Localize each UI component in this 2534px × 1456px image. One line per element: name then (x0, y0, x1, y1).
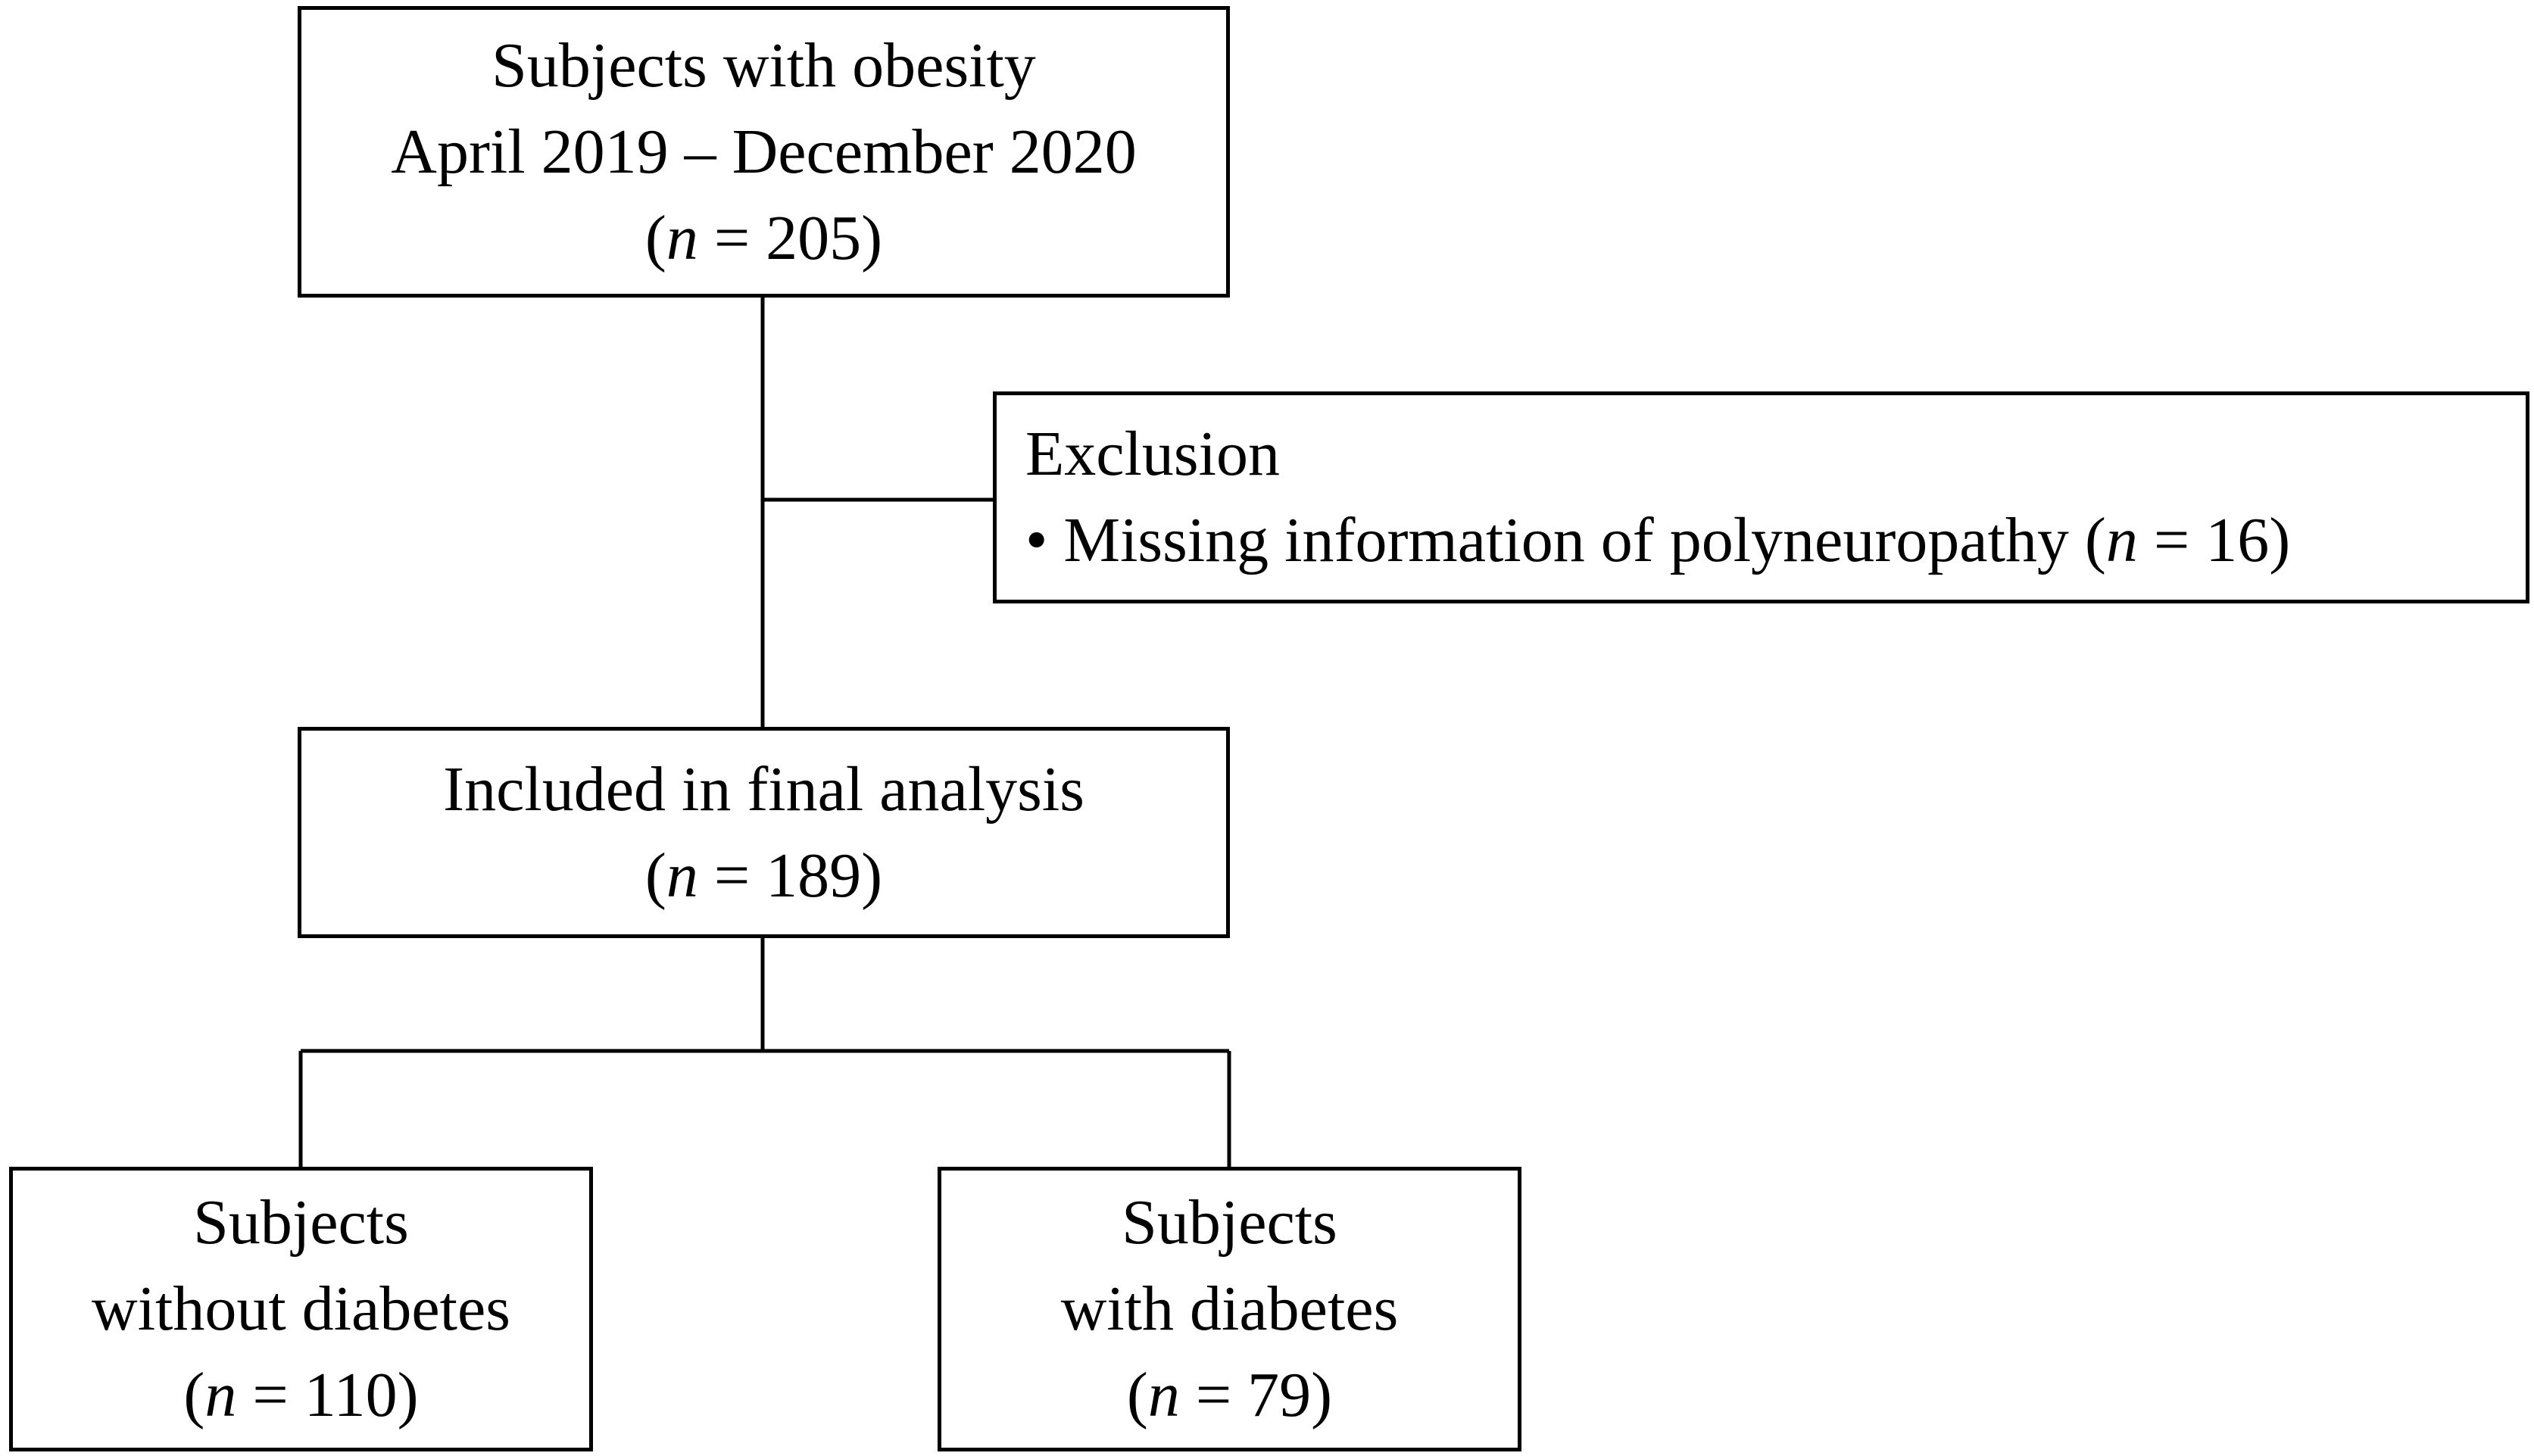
count-value: = 79) (1179, 1360, 1333, 1430)
count-prefix: ( (183, 1360, 205, 1430)
count-value: = 16) (2137, 505, 2291, 575)
box-count: (n = 189) (645, 833, 882, 919)
box-subjects-without-diabetes: Subjects without diabetes (n = 110) (9, 1167, 593, 1451)
count-symbol: n (1147, 1360, 1180, 1430)
exclusion-item-text: • Missing information of polyneuropathy … (1025, 505, 2106, 575)
box-line: without diabetes (92, 1274, 510, 1344)
box-count: (n = 110) (183, 1352, 418, 1439)
box-line: April 2019 – December 2020 (391, 116, 1137, 187)
box-line: Included in final analysis (443, 753, 1084, 825)
box-line: Subjects with obesity (492, 30, 1036, 101)
exclusion-title: Exclusion (1025, 419, 1280, 489)
count-prefix: ( (644, 202, 666, 273)
box-count: (n = 79) (1127, 1352, 1332, 1439)
box-subjects-with-obesity: Subjects with obesity April 2019 – Decem… (298, 6, 1230, 298)
box-line: Subjects (1122, 1187, 1337, 1258)
box-count: (n = 205) (645, 195, 882, 282)
box-exclusion: Exclusion • Missing information of polyn… (993, 391, 2529, 603)
count-prefix: ( (1126, 1360, 1148, 1430)
count-prefix: ( (644, 840, 666, 911)
box-subjects-with-diabetes: Subjects with diabetes (n = 79) (938, 1167, 1521, 1451)
count-symbol: n (666, 840, 698, 911)
count-value: = 189) (697, 840, 883, 911)
box-line: Subjects (193, 1187, 409, 1258)
box-line: with diabetes (1060, 1274, 1399, 1344)
count-symbol: n (666, 202, 698, 273)
box-included-in-final-analysis: Included in final analysis (n = 189) (298, 727, 1230, 938)
count-value: = 110) (236, 1360, 419, 1430)
count-symbol: n (2105, 505, 2138, 575)
exclusion-item: • Missing information of polyneuropathy … (1025, 497, 2290, 584)
count-symbol: n (204, 1360, 237, 1430)
count-value: = 205) (697, 202, 883, 273)
